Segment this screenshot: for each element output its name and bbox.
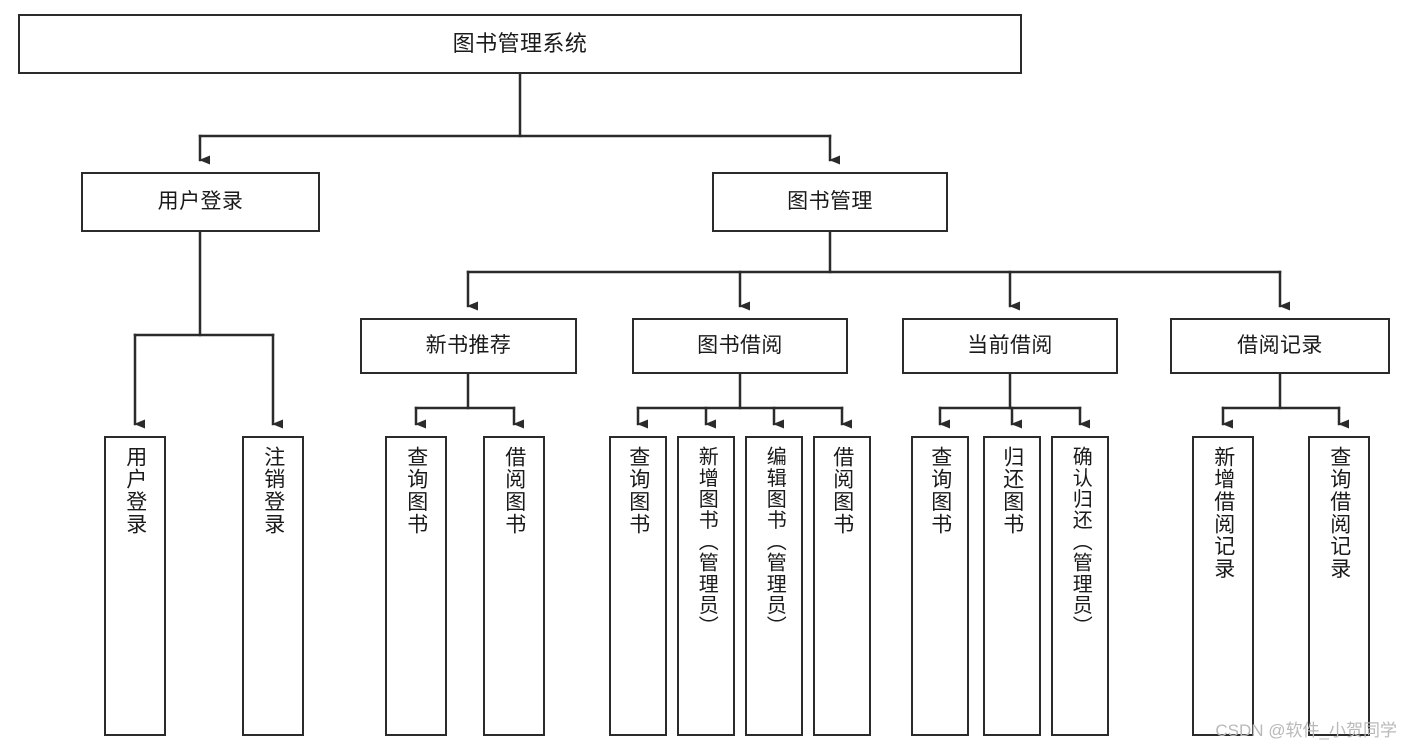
- node-leaf-confirm-return-admin[interactable]: 确认归还（管理员）: [1051, 436, 1109, 736]
- node-leaf-borrow-book-rec[interactable]: 借阅图书: [483, 436, 545, 736]
- node-leaf-return-book-label: 归还图书: [1000, 446, 1024, 536]
- node-leaf-query-book-rec[interactable]: 查询图书: [385, 436, 447, 736]
- node-book-borrow[interactable]: 图书借阅: [632, 318, 848, 374]
- node-user-login[interactable]: 用户登录: [81, 172, 320, 232]
- node-leaf-borrow-book[interactable]: 借阅图书: [813, 436, 871, 736]
- node-leaf-borrow-book-rec-label: 借阅图书: [502, 446, 526, 536]
- node-leaf-add-book-admin-label: 新增图书（管理员）: [695, 446, 718, 637]
- node-book-borrow-label: 图书借阅: [697, 334, 783, 358]
- node-new-book-recommend-label: 新书推荐: [425, 334, 512, 358]
- node-leaf-query-book-borrow-label: 查询图书: [626, 446, 650, 536]
- node-current-borrow-label: 当前借阅: [967, 334, 1053, 358]
- node-leaf-query-borrow-record-label: 查询借阅记录: [1327, 446, 1351, 580]
- node-leaf-edit-book-admin[interactable]: 编辑图书（管理员）: [745, 436, 803, 736]
- node-leaf-user-logout[interactable]: 注销登录: [242, 436, 304, 736]
- watermark-text: CSDN @软件_小贺同学: [1215, 721, 1397, 740]
- node-leaf-query-book-borrow[interactable]: 查询图书: [609, 436, 667, 736]
- node-borrow-record[interactable]: 借阅记录: [1170, 318, 1390, 374]
- node-root-label: 图书管理系统: [452, 30, 588, 56]
- node-new-book-recommend[interactable]: 新书推荐: [360, 318, 577, 374]
- node-leaf-add-borrow-record[interactable]: 新增借阅记录: [1192, 436, 1254, 736]
- node-book-manage[interactable]: 图书管理: [712, 172, 948, 232]
- node-root[interactable]: 图书管理系统: [18, 14, 1022, 74]
- node-leaf-confirm-return-admin-label: 确认归还（管理员）: [1069, 446, 1092, 637]
- node-book-manage-label: 图书管理: [787, 190, 873, 214]
- node-leaf-query-book-rec-label: 查询图书: [404, 446, 428, 536]
- node-leaf-query-borrow-record[interactable]: 查询借阅记录: [1308, 436, 1370, 736]
- node-leaf-borrow-book-label: 借阅图书: [830, 446, 854, 536]
- node-user-login-label: 用户登录: [157, 190, 244, 214]
- node-leaf-return-book[interactable]: 归还图书: [983, 436, 1041, 736]
- node-leaf-query-book-current-label: 查询图书: [928, 446, 952, 536]
- node-leaf-user-login-label: 用户登录: [123, 446, 147, 536]
- node-borrow-record-label: 借阅记录: [1237, 334, 1323, 358]
- node-leaf-user-logout-label: 注销登录: [261, 446, 285, 536]
- node-leaf-query-book-current[interactable]: 查询图书: [911, 436, 969, 736]
- node-leaf-add-book-admin[interactable]: 新增图书（管理员）: [677, 436, 735, 736]
- node-leaf-user-login[interactable]: 用户登录: [104, 436, 166, 736]
- node-leaf-edit-book-admin-label: 编辑图书（管理员）: [763, 446, 786, 637]
- node-current-borrow[interactable]: 当前借阅: [902, 318, 1118, 374]
- node-leaf-add-borrow-record-label: 新增借阅记录: [1211, 446, 1235, 580]
